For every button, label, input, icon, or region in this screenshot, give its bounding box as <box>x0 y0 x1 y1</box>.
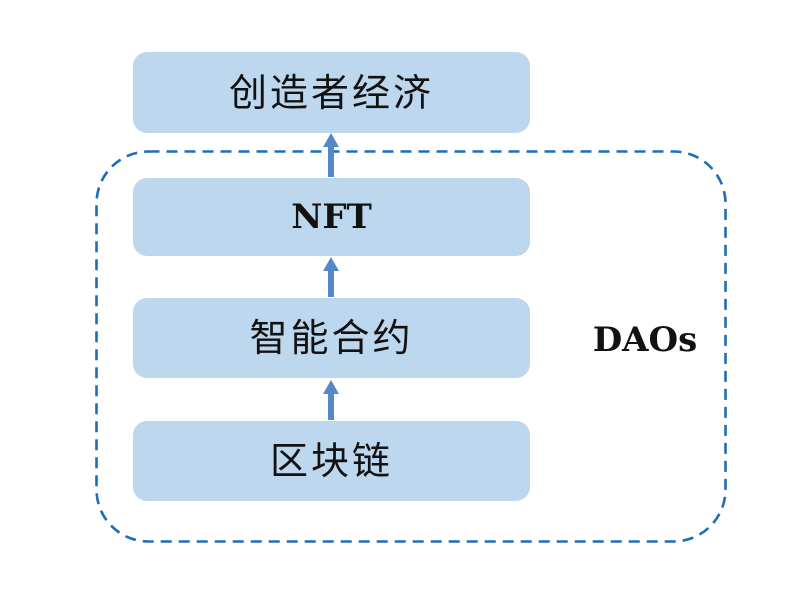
layer-label-creator-economy: 创造者经济 <box>228 70 434 115</box>
layer-box-creator-economy: 创造者经济 <box>133 52 530 133</box>
layer-box-smart-contract: 智能合约 <box>133 298 530 378</box>
layer-label-blockchain: 区块链 <box>269 439 393 483</box>
layer-label-smart-contract: 智能合约 <box>249 316 414 360</box>
layer-box-nft: NFT <box>133 178 530 256</box>
layer-label-nft: NFT <box>291 197 372 237</box>
daos-group-label: DAOs <box>592 320 698 360</box>
layer-box-blockchain: 区块链 <box>133 421 530 501</box>
up-arrow-icon <box>323 257 339 297</box>
up-arrow-icon <box>323 133 339 177</box>
up-arrow-icon <box>323 380 339 420</box>
